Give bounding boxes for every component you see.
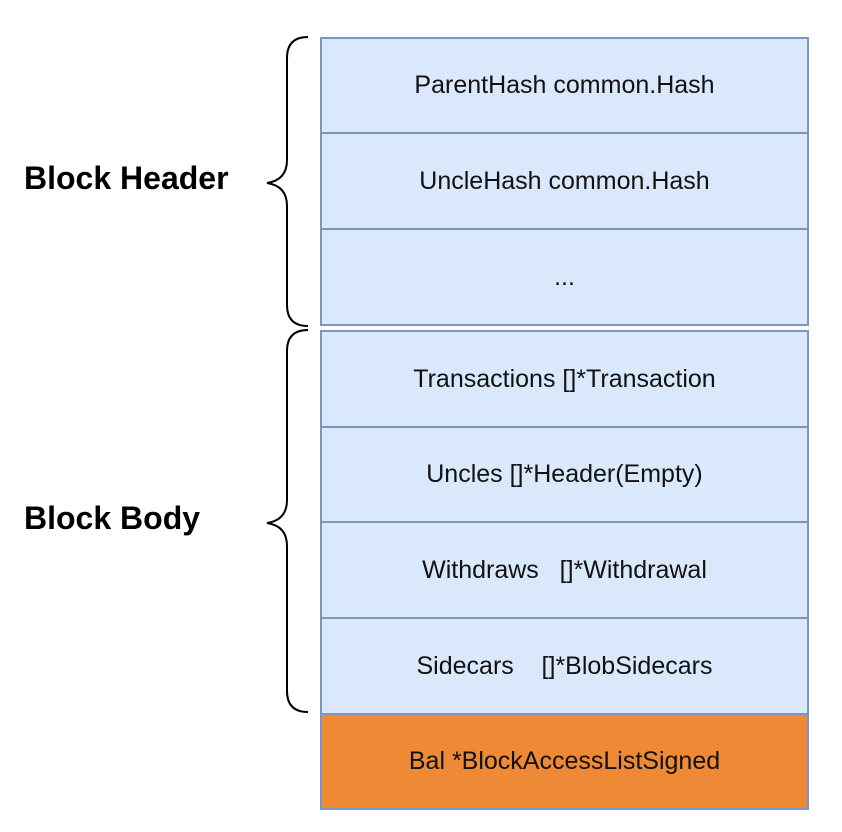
block-body-label: Block Body [24, 500, 201, 536]
body-field-transactions: Transactions []*Transaction [320, 330, 809, 428]
block-header-label: Block Header [24, 160, 229, 196]
body-field-uncles: Uncles []*Header(Empty) [320, 426, 809, 523]
body-field-sidecars: Sidecars []*BlobSidecars [320, 617, 809, 715]
header-field-ellipsis: ... [320, 228, 809, 326]
bal-field: Bal *BlockAccessListSigned [320, 713, 809, 810]
block-header-brace [266, 36, 309, 327]
header-field-unclehash: UncleHash common.Hash [320, 132, 809, 230]
body-field-withdraws: Withdraws []*Withdrawal [320, 521, 809, 619]
block-body-brace [266, 329, 309, 713]
header-field-parenthash: ParentHash common.Hash [320, 37, 809, 134]
